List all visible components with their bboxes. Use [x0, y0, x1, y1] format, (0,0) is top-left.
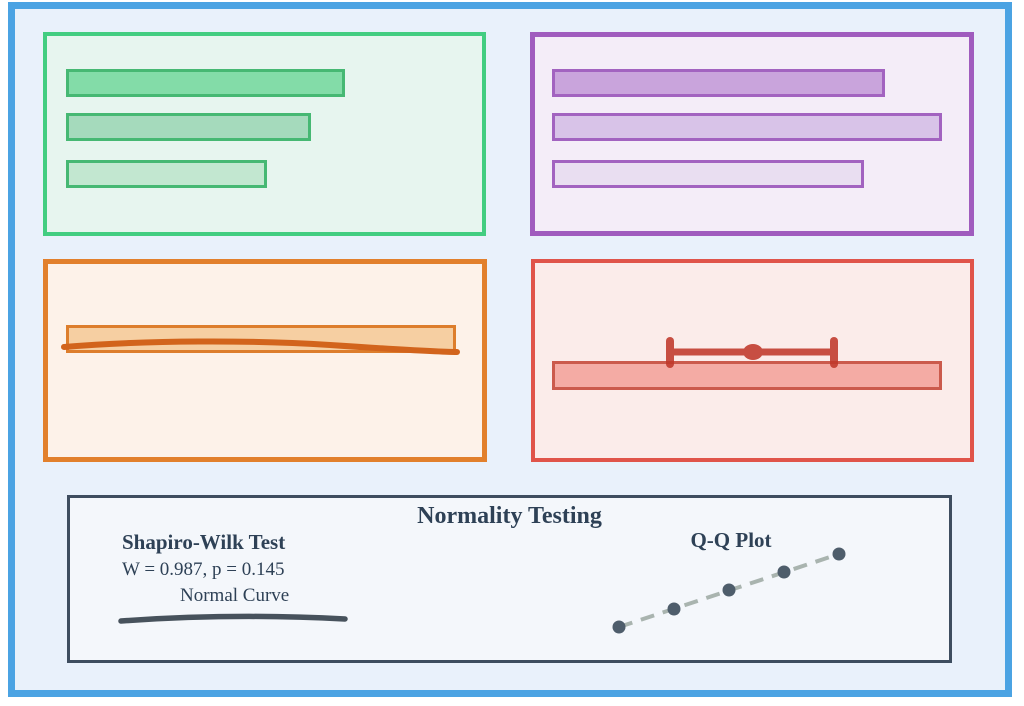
purple-bar-2	[552, 113, 942, 141]
shapiro-heading: Shapiro-Wilk Test	[122, 530, 286, 554]
normal-curve-label: Normal Curve	[180, 585, 290, 606]
red-interval-panel	[531, 259, 974, 462]
orange-density-panel	[43, 259, 487, 462]
green-bar-3	[66, 160, 267, 188]
red-bar	[552, 361, 942, 390]
normality-title: Normality Testing	[417, 503, 602, 529]
purple-bar-3	[552, 160, 864, 188]
green-bar-2	[66, 113, 311, 141]
green-bar-1	[66, 69, 345, 97]
qq-plot-label: Q-Q Plot	[690, 528, 772, 552]
orange-bar	[66, 325, 456, 353]
purple-bar-1	[552, 69, 885, 97]
shapiro-result: W = 0.987, p = 0.145	[122, 559, 285, 580]
